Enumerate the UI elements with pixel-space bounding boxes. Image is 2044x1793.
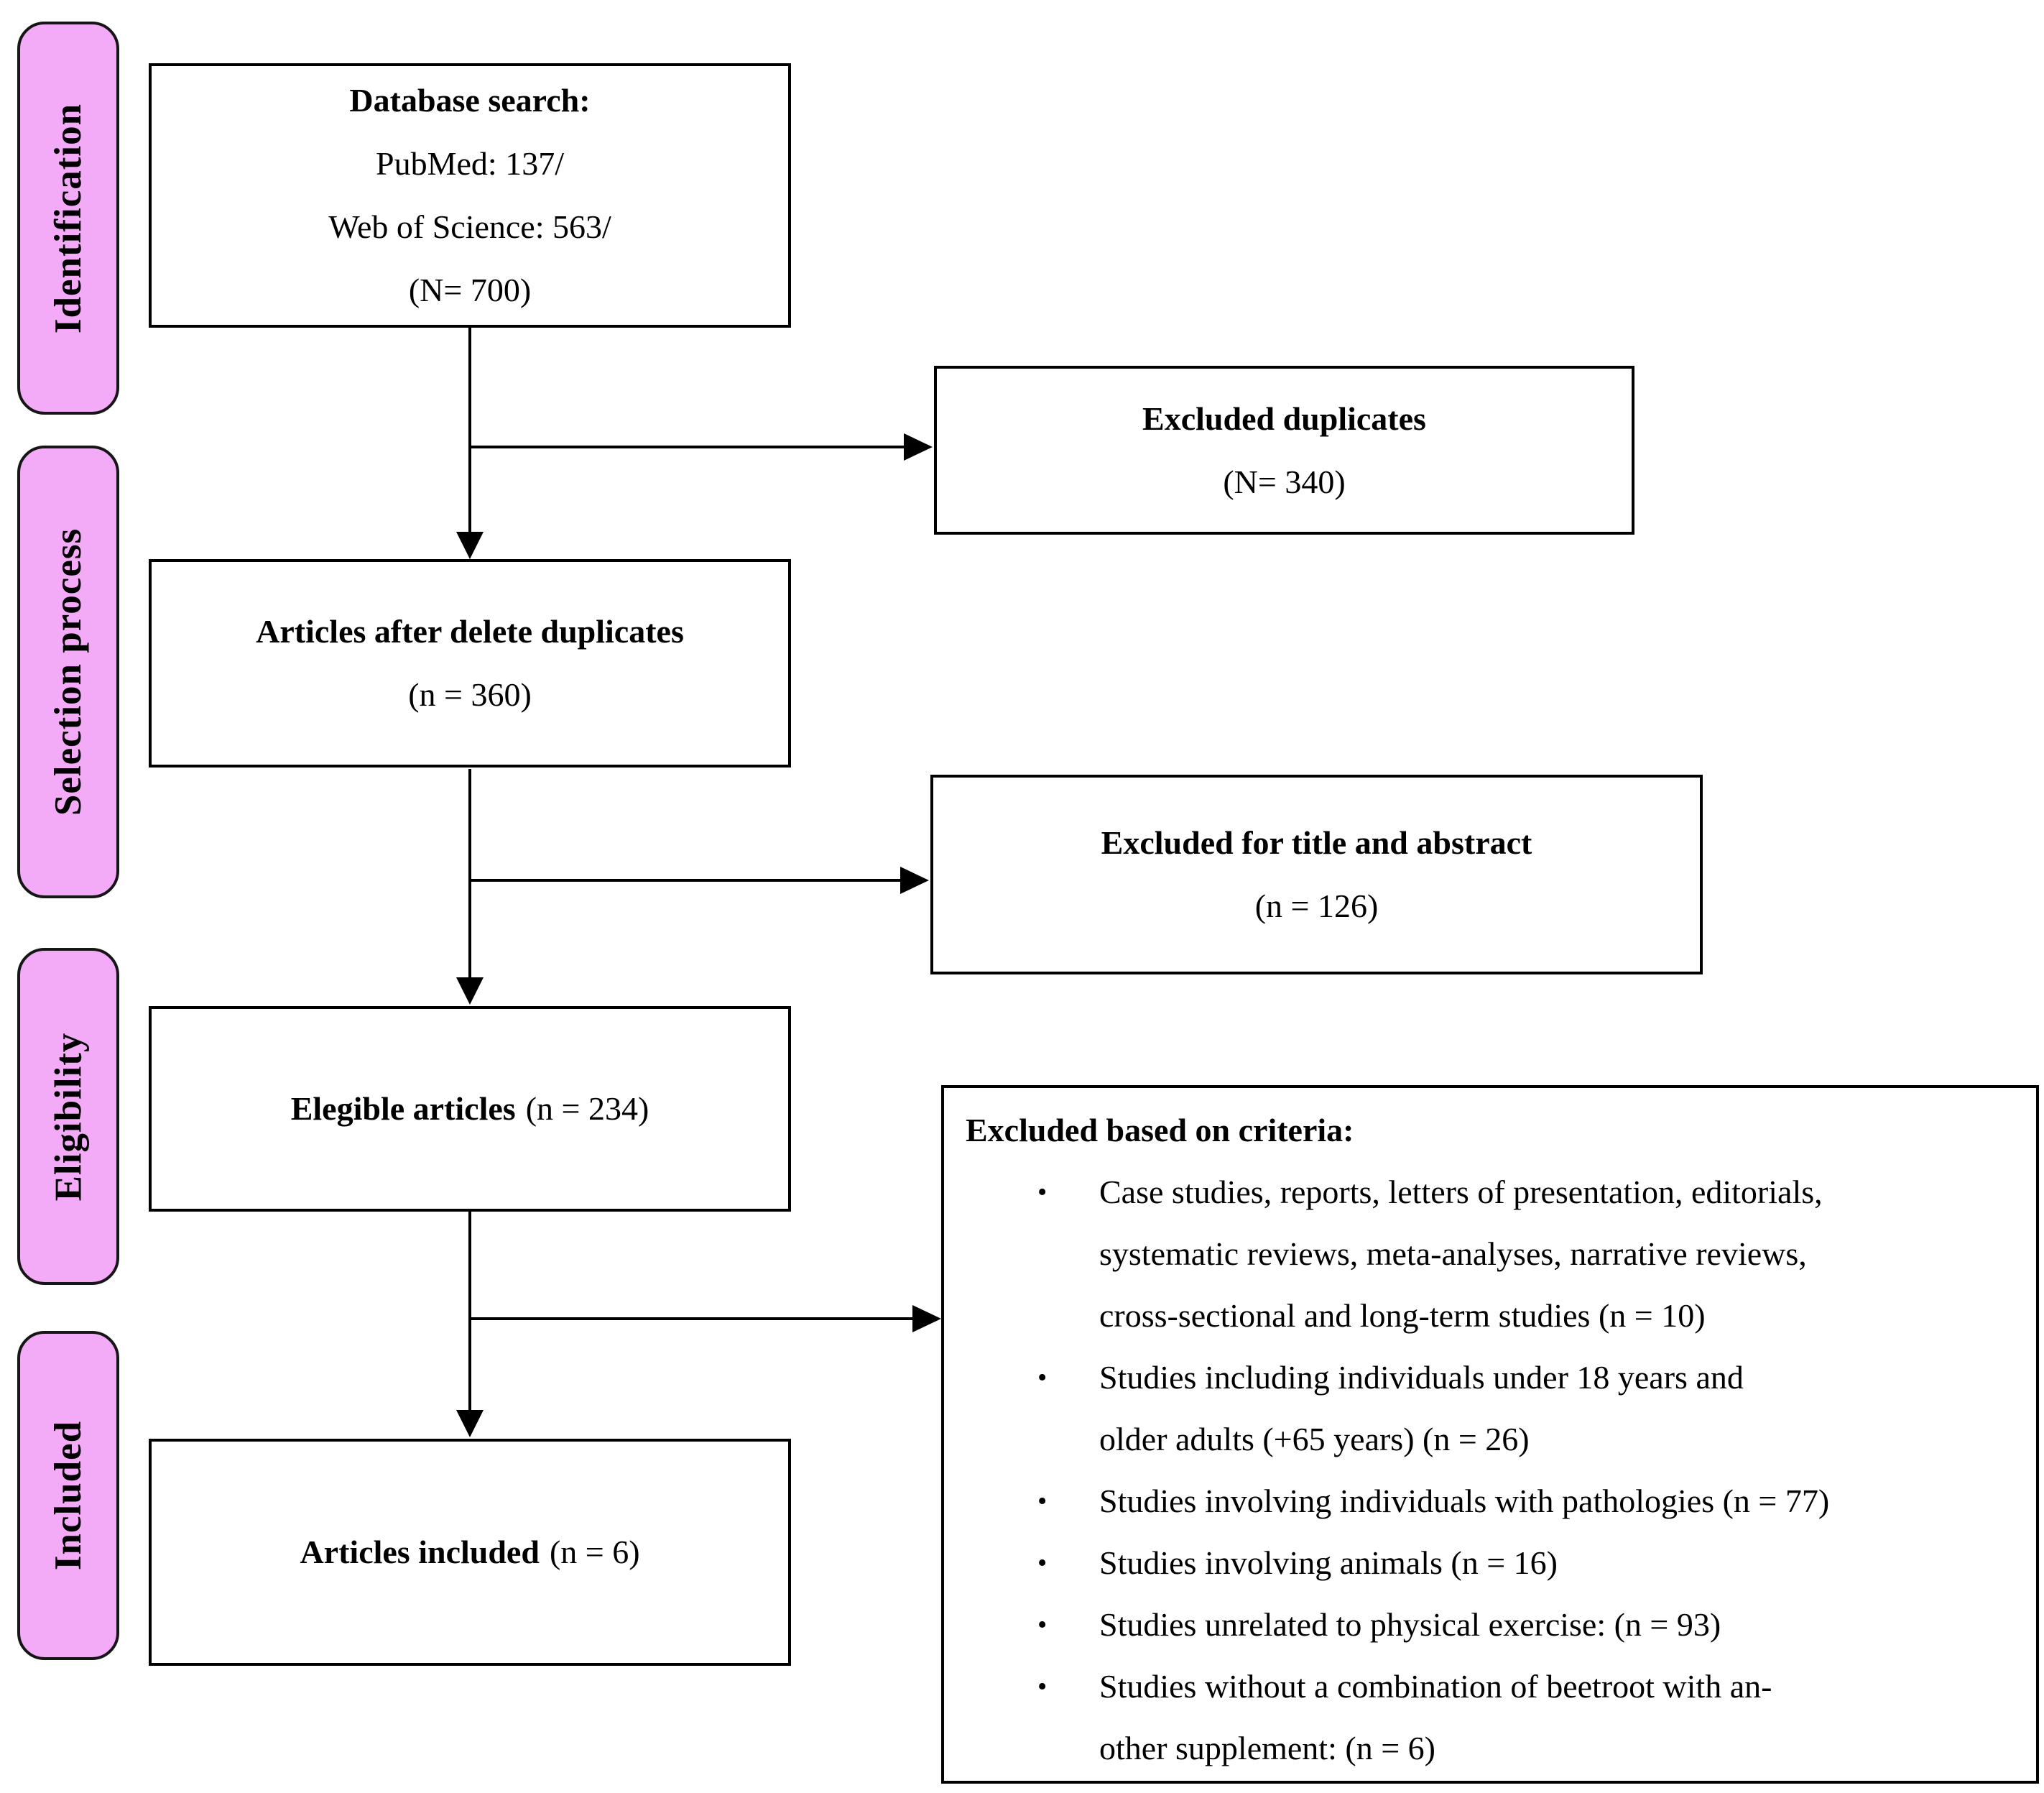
criteria-bullet-item: • Case studies, reports, letters of pres…: [966, 1161, 2015, 1347]
arrowhead-down-included: [456, 1410, 484, 1437]
sidebar-stage-included: Included: [17, 1331, 119, 1660]
criteria-bullet-item: • Studies involving individuals with pat…: [966, 1470, 2015, 1532]
box-title: Articles included: [300, 1534, 540, 1570]
bullet-text: Studies involving animals (n = 16): [1099, 1544, 1558, 1581]
arrowhead-right-excluded-title-abstract: [900, 867, 929, 894]
box-line: Articles included(n = 6): [300, 1521, 639, 1584]
criteria-bullet-item: • Studies unrelated to physical exercise…: [966, 1594, 2015, 1656]
box-title: Excluded duplicates: [1142, 400, 1426, 437]
stage-label: Selection process: [47, 527, 89, 816]
bullet-icon: •: [1037, 1363, 1048, 1393]
bullet-text: Studies involving individuals with patho…: [1099, 1483, 1830, 1519]
arrowhead-right-excluded-criteria: [912, 1305, 941, 1332]
sidebar-stage-eligibility: Eligibility: [17, 948, 119, 1285]
box-line: Web of Science: 563/: [328, 208, 611, 245]
bullet-icon: •: [1037, 1177, 1048, 1207]
box-count: (n = 234): [525, 1090, 649, 1127]
box-title: Articles after delete duplicates: [256, 613, 684, 650]
stage-label: Identification: [47, 103, 90, 333]
box-line: Elegible articles(n = 234): [291, 1077, 649, 1140]
box-excluded-duplicates: Excluded duplicates (N= 340): [934, 366, 1634, 535]
box-excluded-title-abstract: Excluded for title and abstract (n = 126…: [930, 775, 1703, 974]
criteria-bullet-item: • Studies involving animals (n = 16): [966, 1532, 2015, 1594]
bullet-text: Case studies, reports, letters of presen…: [1099, 1174, 1823, 1334]
criteria-bullet-item: • Studies including individuals under 18…: [966, 1347, 2015, 1470]
box-eligible-articles: Elegible articles(n = 234): [149, 1006, 791, 1212]
stage-label: Included: [47, 1420, 89, 1571]
bullet-icon: •: [1037, 1672, 1048, 1702]
bullet-icon: •: [1037, 1548, 1048, 1578]
box-title: Excluded for title and abstract: [1101, 824, 1532, 861]
bullet-text: Studies without a combination of beetroo…: [1099, 1668, 1772, 1766]
bullet-icon: •: [1037, 1486, 1048, 1516]
box-database-search: Database search: PubMed: 137/ Web of Sci…: [149, 63, 791, 328]
bullet-icon: •: [1037, 1610, 1048, 1640]
criteria-heading: Excluded based on criteria:: [966, 1112, 1354, 1148]
box-excluded-based-on-criteria: Excluded based on criteria: • Case studi…: [941, 1085, 2039, 1784]
bullet-text: Studies including individuals under 18 y…: [1099, 1359, 1744, 1457]
box-count: (n = 360): [408, 676, 532, 713]
box-count: (n = 126): [1254, 888, 1379, 924]
arrowhead-down-afterdup: [456, 532, 484, 559]
criteria-bullet-item: • Studies without a combination of beetr…: [966, 1656, 2015, 1779]
box-line: PubMed: 137/: [376, 145, 564, 182]
sidebar-stage-selection-process: Selection process: [17, 446, 119, 898]
stage-label: Eligibility: [47, 1032, 90, 1201]
sidebar-stage-identification: Identification: [17, 22, 119, 415]
arrowhead-down-eligible: [456, 977, 484, 1005]
box-articles-included: Articles included(n = 6): [149, 1439, 791, 1666]
bullet-text: Studies unrelated to physical exercise: …: [1099, 1606, 1721, 1643]
arrowhead-right-excluded-duplicates: [904, 433, 933, 461]
box-count: (N= 340): [1223, 463, 1346, 500]
box-count: (n = 6): [549, 1534, 640, 1570]
box-articles-after-delete-duplicates: Articles after delete duplicates (n = 36…: [149, 559, 791, 768]
box-title: Database search:: [349, 82, 591, 119]
box-title: Elegible articles: [290, 1090, 516, 1127]
box-count: (N= 700): [408, 272, 532, 308]
